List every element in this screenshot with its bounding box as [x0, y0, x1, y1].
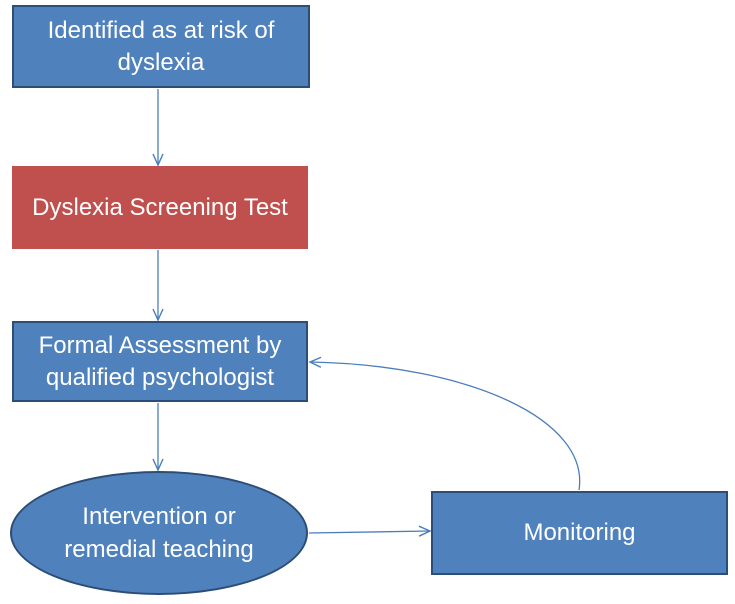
node-identified-at-risk: Identified as at risk of dyslexia [12, 5, 310, 88]
arrow-intervention-to-monitoring [308, 525, 432, 537]
node-formal-assessment: Formal Assessment by qualified psycholog… [12, 321, 308, 402]
node-monitoring: Monitoring [431, 491, 728, 575]
node-monitoring-label: Monitoring [523, 519, 636, 546]
node-identified-label: Identified as at risk of dyslexia [47, 16, 275, 76]
node-intervention: Intervention or remedial teaching [10, 471, 308, 595]
node-dyslexia-screening-test: Dyslexia Screening Test [12, 166, 308, 249]
node-screening-label: Dyslexia Screening Test [32, 193, 288, 221]
node-formal-label: Formal Assessment by qualified psycholog… [38, 331, 282, 391]
node-intervention-label: Intervention or remedial teaching [64, 503, 254, 563]
arrow-monitoring-to-formal [308, 356, 581, 491]
